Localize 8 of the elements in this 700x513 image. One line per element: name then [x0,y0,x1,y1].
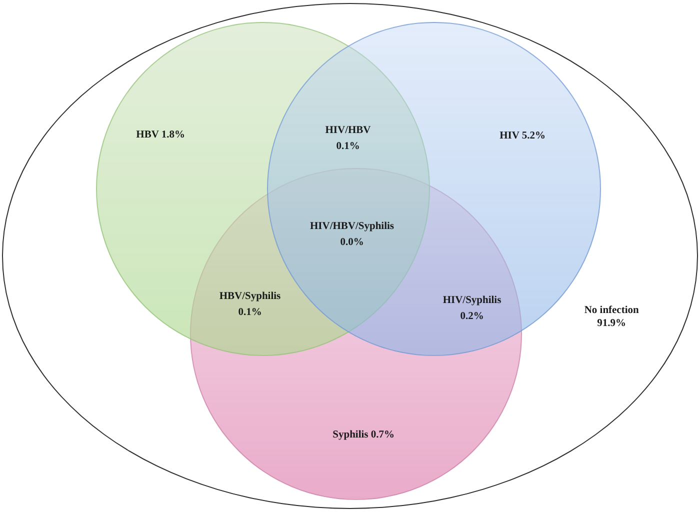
set-label: Syphilis 0.7% [332,428,395,442]
overlap-label: HIV/Syphilis 0.2% [442,294,502,324]
set-label: HIV 5.2% [500,129,546,144]
set-label: No infection 91.9% [583,304,640,330]
overlap-label: HIV/HBV 0.1% [324,124,372,154]
set-label: HBV 1.8% [136,128,185,142]
overlap-label: HBV/Syphilis 0.1% [218,290,282,320]
overlap-label: HIV/HBV/Syphilis 0.0% [308,220,396,250]
